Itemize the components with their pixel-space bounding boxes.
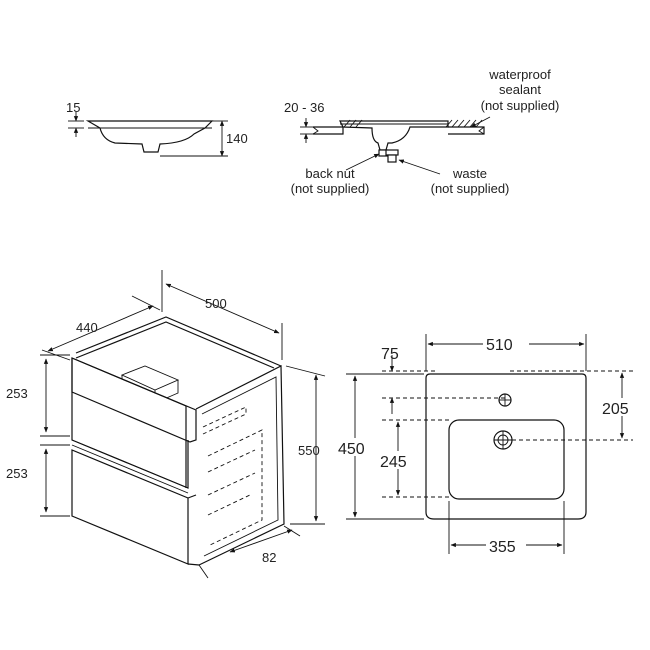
leg-gap-label: 82 — [262, 550, 276, 565]
cabinet-depth-label: 440 — [76, 320, 98, 335]
tap-offset-label: 75 — [381, 346, 399, 363]
basin-side-view: 15 140 — [66, 100, 248, 157]
cabinet-width-label: 500 — [205, 296, 227, 311]
basin-top-view: 75 510 450 245 205 355 — [337, 334, 642, 556]
basin-thickness-label: 15 — [66, 100, 80, 115]
back-nut-note-line2: (not supplied) — [291, 181, 370, 196]
drawer-lower-label: 253 — [6, 466, 28, 481]
basin-width-label: 510 — [486, 337, 513, 354]
back-nut-note-line1: back nut — [305, 166, 355, 181]
sealant-note-line3: (not supplied) — [481, 98, 560, 113]
sealant-note-line2: sealant — [499, 82, 541, 97]
bowl-width-label: 355 — [489, 539, 516, 556]
cabinet-height-label: 550 — [298, 443, 320, 458]
cabinet-isometric: 500 440 253 253 550 82 — [6, 270, 326, 579]
waste-note-line2: (not supplied) — [431, 181, 510, 196]
installation-section: 20 - 36 waterproof sealant (not supplied… — [284, 67, 559, 196]
basin-depth-label: 450 — [338, 441, 365, 458]
worktop-range-label: 20 - 36 — [284, 100, 324, 115]
sealant-note-line1: waterproof — [488, 67, 551, 82]
drawer-upper-label: 253 — [6, 386, 28, 401]
waste-note-line1: waste — [452, 166, 487, 181]
basin-height-label: 140 — [226, 131, 248, 146]
waste-offset-label: 205 — [602, 401, 629, 418]
bowl-depth-label: 245 — [380, 454, 407, 471]
